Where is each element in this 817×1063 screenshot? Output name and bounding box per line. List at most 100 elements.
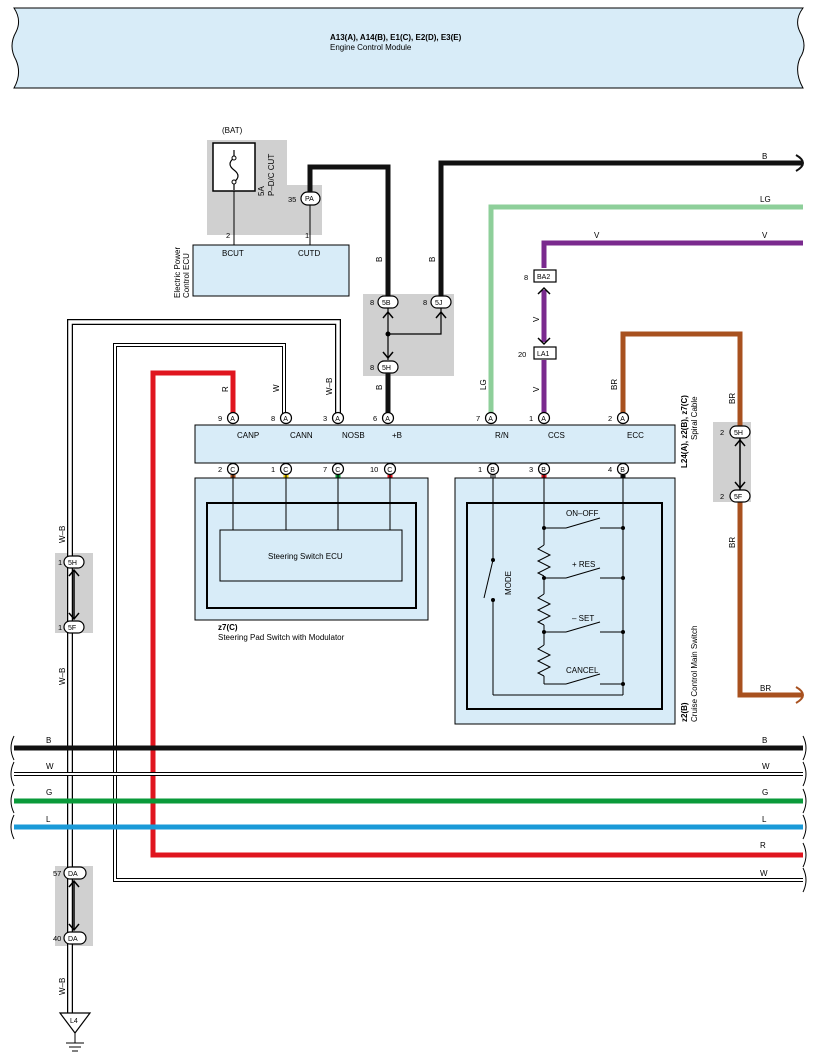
spiral-bottom-conn-id: C [335,467,340,474]
wire-label-b-5h: B [375,385,384,390]
left-5f-connector [63,620,85,634]
bus-label-w-r: W [762,762,770,771]
wire-br-lower [737,500,803,698]
fuse-name: P–D/C CUT [267,154,276,196]
wire-label-bus-w2-r: W [760,869,768,878]
spiral-cable-box [194,424,676,464]
j5b-pin: 8 [370,298,374,307]
spiral-bottom-conn-id: C [387,467,392,474]
left-5h-pin: 1 [58,558,62,567]
right-5h-pin: 2 [720,428,724,437]
wire-lg [488,204,803,418]
wire-label-wb-left-mid: W–B [58,668,67,685]
spiral-bottom-connector [331,462,345,476]
wire-v-top [541,240,803,268]
pa-pin: 35 [288,195,296,204]
spiral-top-pin-num: 7 [476,414,480,423]
wire-label-b-top: B [762,152,767,161]
epc-ecu-box [192,244,350,297]
spiral-bottom-pin-num: 1 [271,465,275,474]
spiral-top-conn-id: A [620,416,625,423]
spiral-top-pin-num: 6 [373,414,377,423]
da40-id: DA [68,936,78,943]
steering-pad-name: Steering Pad Switch with Modulator [218,633,345,642]
right-5f-id: 5F [734,494,742,501]
bus-lines [10,735,807,893]
wire-b-pa [307,164,391,296]
spiral-top-pin-num: 2 [608,414,612,423]
wire-label-br-right-end: BR [760,684,771,693]
wire-br-ecc [620,331,743,428]
spiral-bottom-connector [279,462,293,476]
wire-label-v-b: V [762,231,768,240]
spiral-bottom-conn-id: C [283,467,288,474]
spiral-top-pin-label: CCS [548,431,565,440]
spiral-top-conn-id: A [488,416,493,423]
epc-pin-bcut: 2 [226,231,230,240]
cruise-switch-dots [491,526,625,686]
wire-label-br-ecc: BR [610,379,619,390]
spiral-top-pin-num: 3 [323,414,327,423]
spiral-top-conn-id: A [283,416,288,423]
wire-label-lg-top: LG [760,195,771,204]
spiral-bottom-connector [616,462,630,476]
la1-connector [533,346,557,360]
spiral-top-connector [537,411,551,425]
spiral-bottom-connector [383,462,397,476]
right-5h-id: 5H [734,430,743,437]
cancel-label: CANCEL [566,666,599,675]
steering-switch-ecu-label: Steering Switch ECU [268,552,343,561]
set-label: – SET [572,614,594,623]
wire-label-v-ba2: V [532,316,541,322]
da40-pin: 40 [53,934,61,943]
ground-label: L4 [70,1018,78,1025]
bus-label-g-r: G [762,788,768,797]
spiral-top-connector [279,411,293,425]
left-5h-id: 5H [68,560,77,567]
da57-id: DA [68,871,78,878]
spiral-top-connector [381,411,395,425]
ecm-title: A13(A), A14(B), E1(C), E2(D), E3(E) [330,33,462,42]
left-5f-pin: 1 [58,623,62,632]
spiral-top-pin-num: 8 [271,414,275,423]
j5h-pin: 8 [370,363,374,372]
spiral-top-conn-id: A [335,416,340,423]
wire-label-r-pin: R [221,386,230,392]
wire-label-v-la1: V [532,386,541,392]
spiral-top-pin-label: CANP [237,431,259,440]
cruise-switch-circuit [483,475,624,696]
wire-wb [68,320,340,1015]
spiral-cable-ref: L24(A), z2(B), z7(C) [680,395,689,468]
cruise-switch-name: Cruise Control Main Switch [690,626,699,722]
wire-label-b-5b: B [375,257,384,262]
spiral-cable-name: Spiral Cable [690,396,699,440]
spiral-bottom-pin-num: 4 [608,465,612,474]
spiral-bottom-conn-id: C [230,467,235,474]
left-5h-connector [63,555,85,569]
ecm-banner: A13(A), A14(B), E1(C), E2(D), E3(E) Engi… [11,7,805,89]
spiral-top-conn-id: A [385,416,390,423]
mode-label: MODE [504,571,513,595]
spiral-bottom-pin-num: 10 [370,465,378,474]
spiral-bottom-pin-num: 2 [218,465,222,474]
epc-pin-cutd: 1 [305,231,309,240]
la1-id: LA1 [537,351,550,358]
spiral-bottom-conn-id: B [490,467,495,474]
spiral-bottom-conn-id: B [620,467,625,474]
wire-label-wb-left-top: W–B [58,526,67,543]
spiral-top-pin-label: +B [392,431,402,440]
cruise-switch-ref: z2(B) [680,702,689,722]
da57-pin: 57 [53,869,61,878]
epc-name-2: Control ECU [182,253,191,298]
ba2-id: BA2 [537,274,550,281]
ground-icon [58,1012,92,1034]
fuse-rating: 5A [257,186,266,196]
spiral-bottom-connector [226,462,240,476]
epc-label-cutd: CUTD [298,249,320,258]
bus-label-l-l: L [46,815,51,824]
wire-label-br-right-top: BR [728,393,737,404]
spiral-top-pin-label: CANN [290,431,313,440]
wire-label-b-5j: B [428,257,437,262]
wire-label-wb-pin: W–B [325,378,334,395]
